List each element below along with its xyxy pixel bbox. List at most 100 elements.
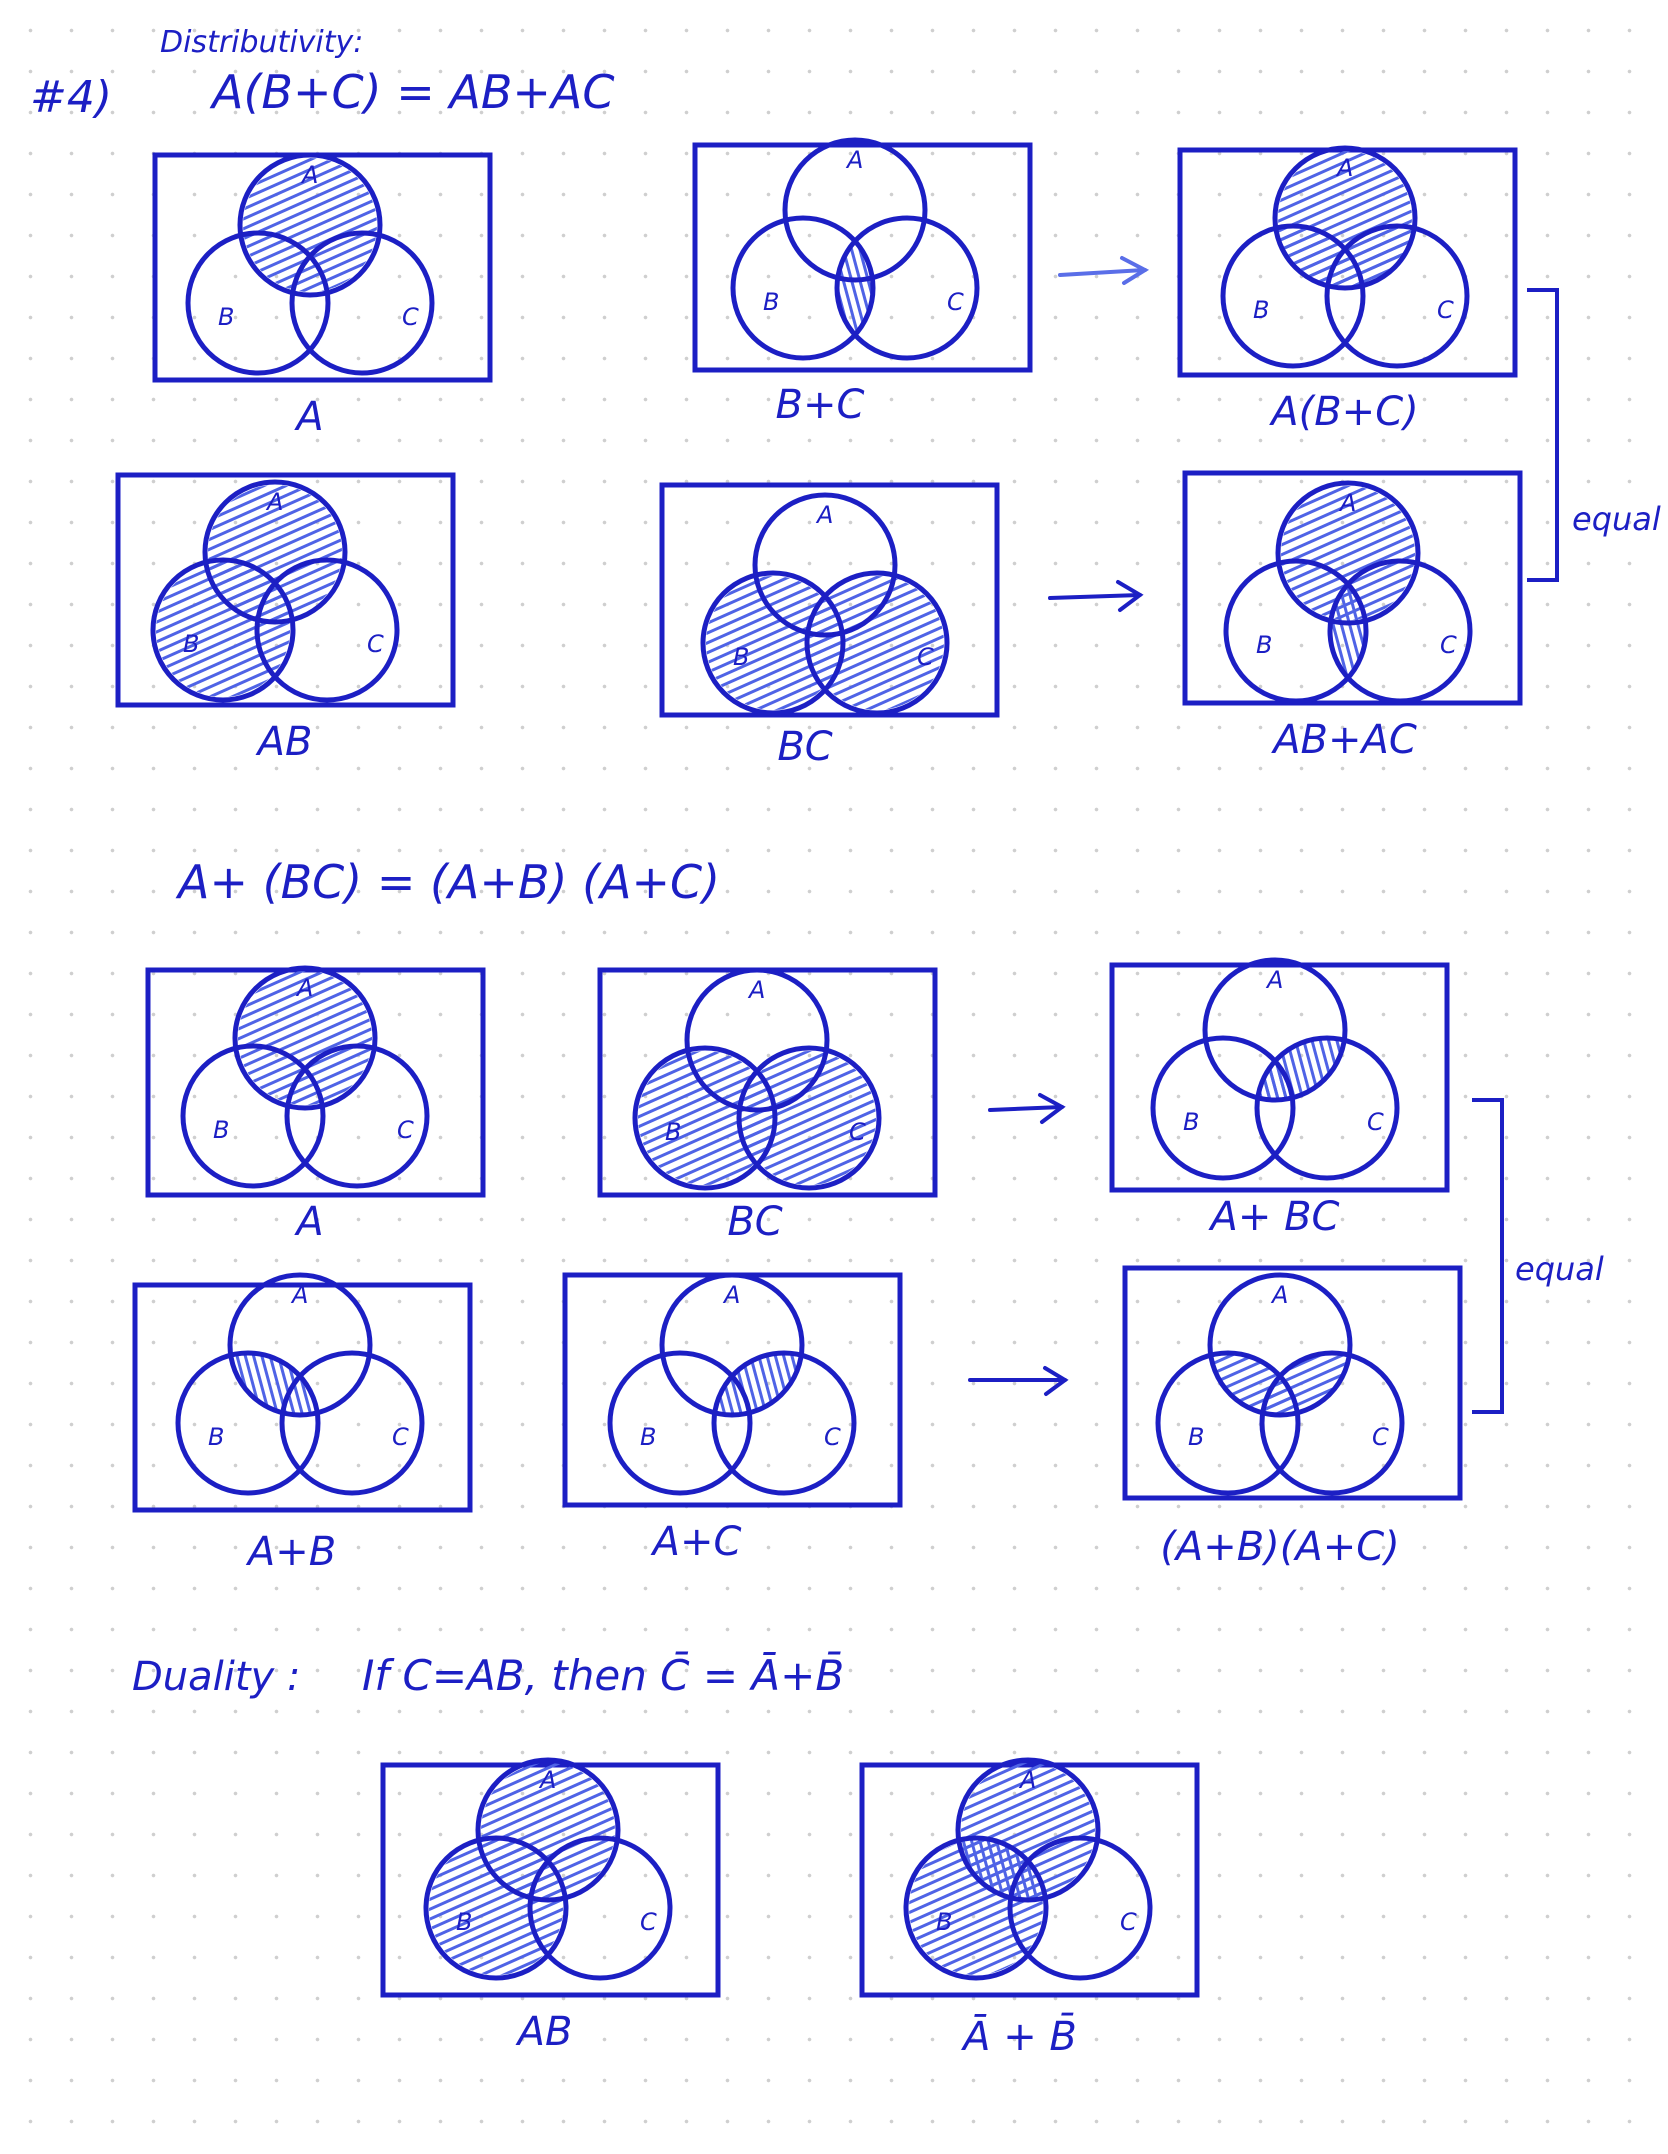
circle-label-b: B	[665, 1118, 681, 1146]
circle-c	[1254, 1035, 1400, 1181]
circle-label-a: A	[1265, 966, 1283, 994]
diagram-caption: A+B	[245, 1529, 336, 1575]
shaded-region-c	[810, 576, 944, 710]
circle-label-a: A	[845, 146, 863, 174]
circle-label-a: A	[1338, 489, 1356, 517]
equation-distributive-2: A+ (BC) = (A+B) (A+C)	[175, 855, 720, 909]
circle-label-a: A	[265, 488, 283, 516]
circle-label-c: C	[1440, 631, 1457, 659]
circle-a	[475, 1757, 621, 1903]
arrow-icon	[968, 1366, 1069, 1396]
circle-label-b: B	[936, 1908, 952, 1936]
circle-c	[1259, 1350, 1405, 1496]
circle-label-a: A	[300, 161, 318, 189]
diagram-caption: A+ BC	[1208, 1194, 1340, 1240]
circle-c	[1327, 558, 1473, 704]
circle-b	[903, 1835, 1049, 1981]
diagram-caption: AB	[255, 719, 313, 765]
circle-b	[185, 230, 331, 376]
circle-c	[1007, 1835, 1153, 1981]
circle-c	[527, 1835, 673, 1981]
circle-label-c: C	[402, 303, 419, 331]
circle-b	[700, 570, 846, 716]
circle-label-b: B	[1256, 631, 1272, 659]
venn-diagram-d12: A B C (A+B)(A+C)	[1122, 1265, 1463, 1570]
circle-label-c: C	[397, 1116, 414, 1144]
circle-c	[289, 230, 435, 376]
circle-label-b: B	[1253, 296, 1269, 324]
diagram-frame	[1109, 962, 1450, 1193]
diagram-caption: Ā + B̄	[960, 2012, 1077, 2060]
circle-b	[607, 1350, 753, 1496]
circle-label-b: B	[1188, 1423, 1204, 1451]
circle-b	[730, 215, 876, 361]
equal-bracket-1	[1527, 288, 1559, 582]
circle-c	[254, 557, 400, 703]
circle-label-c: C	[1372, 1423, 1389, 1451]
circle-label-c: C	[824, 1423, 841, 1451]
shaded-region-a	[243, 158, 377, 292]
circle-a	[1207, 1272, 1353, 1418]
circle-label-a: A	[747, 976, 765, 1004]
circle-c	[711, 1350, 857, 1496]
circle-b	[1220, 223, 1366, 369]
circle-a	[659, 1272, 805, 1418]
circle-label-a: A	[1270, 1281, 1288, 1309]
shaded-region-b	[156, 563, 290, 697]
circle-b	[423, 1835, 569, 1981]
diagram-caption: B+C	[776, 382, 865, 428]
diagram-frame	[692, 142, 1033, 373]
circle-label-c: C	[640, 1908, 657, 1936]
circle-c	[834, 215, 980, 361]
section-heading: Distributivity:	[160, 25, 363, 60]
equal-label-2: equal	[1515, 1250, 1604, 1288]
circle-c	[284, 1043, 430, 1189]
circle-label-b: B	[1183, 1108, 1199, 1136]
circle-b	[1150, 1035, 1296, 1181]
equal-bracket-2	[1472, 1098, 1504, 1414]
circle-a	[955, 1757, 1101, 1903]
circle-c	[804, 570, 950, 716]
circle-label-a: A	[295, 974, 313, 1002]
circle-label-b: B	[183, 630, 199, 658]
shaded-region-b	[429, 1841, 563, 1975]
circle-a	[232, 965, 378, 1111]
circle-label-c: C	[849, 1118, 866, 1146]
circle-b	[1155, 1350, 1301, 1496]
diagram-frame	[1122, 1265, 1463, 1501]
diagram-caption: A(B+C)	[1268, 389, 1418, 435]
equal-label-1: equal	[1572, 500, 1661, 538]
circle-label-c: C	[367, 630, 384, 658]
diagram-caption: A	[293, 394, 323, 440]
shaded-region-b	[638, 1051, 772, 1185]
shaded-intersection	[230, 1355, 316, 1415]
circle-label-a: A	[1335, 154, 1353, 182]
arrow-icon	[1058, 256, 1150, 285]
shaded-region-a	[1281, 486, 1415, 620]
shaded-intersection	[1259, 1040, 1345, 1100]
circle-label-a: A	[722, 1281, 740, 1309]
circle-label-b: B	[456, 1908, 472, 1936]
problem-number: #4)	[30, 72, 112, 123]
circle-a	[237, 152, 383, 298]
diagram-caption: A+C	[650, 1519, 742, 1565]
diagram-caption: (A+B)(A+C)	[1160, 1524, 1400, 1570]
circle-a	[1275, 480, 1421, 626]
circle-label-c: C	[947, 288, 964, 316]
circle-a	[684, 967, 830, 1113]
shaded-region-a	[238, 971, 372, 1105]
shaded-region-b	[706, 576, 840, 710]
arrow-icon	[1048, 580, 1144, 612]
circle-label-b: B	[733, 643, 749, 671]
circle-label-c: C	[917, 643, 934, 671]
